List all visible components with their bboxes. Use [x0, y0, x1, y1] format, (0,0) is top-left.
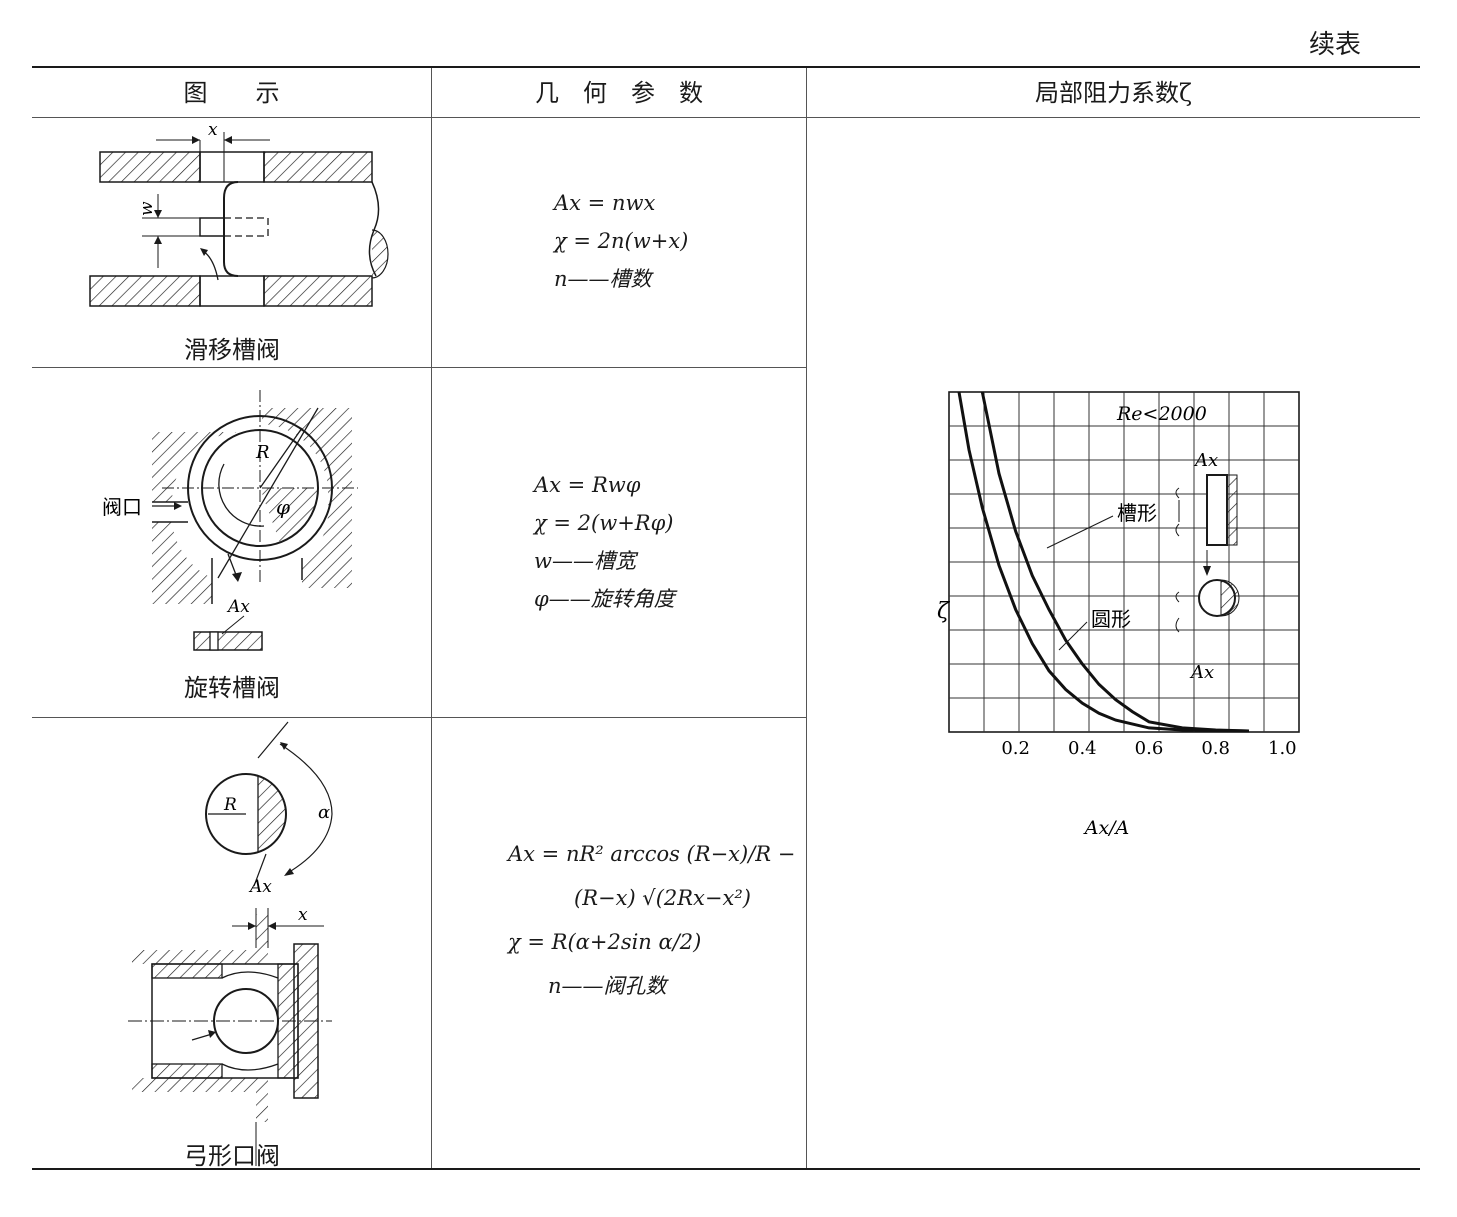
- header-figure: 图 示: [183, 79, 280, 107]
- caption-sliding-slot-valve: 滑移槽阀: [184, 336, 280, 364]
- chart-grid: [948, 391, 1300, 733]
- param-line: χ = 2n(w+x): [554, 229, 689, 253]
- column-divider: [806, 68, 807, 1168]
- params-segment-orifice: Ax = nR² arccos (R−x)/R − (R−x) √(2Rx−x²…: [508, 832, 795, 1008]
- column-divider: [431, 68, 432, 1168]
- param-line: (R−x) √(2Rx−x²): [574, 886, 751, 910]
- row-divider: [32, 717, 806, 718]
- port-label: 阀口: [102, 495, 142, 519]
- param-line: n——阀孔数: [548, 974, 667, 998]
- phi-label: φ: [276, 495, 290, 519]
- Ax-label: Ax: [226, 597, 250, 617]
- chart-ticks: 0.2 0.4 0.6 0.8 1.0: [1001, 738, 1296, 759]
- row-rotary-slot-figure: R φ 阀口 Ax 旋转槽阀: [32, 368, 431, 717]
- params-sliding-slot: Ax = nwx χ = 2n(w+x) n——槽数: [554, 184, 688, 298]
- x-axis-label: Ax/A: [1083, 817, 1130, 839]
- row-segment-orifice-figure: R α Ax x: [32, 718, 431, 1170]
- chart-curves: [957, 391, 1250, 733]
- param-line: Ax = nwx: [554, 191, 656, 215]
- caption-segment-orifice-valve: 弓形口阀: [184, 1142, 280, 1170]
- caption-rotary-slot-valve: 旋转槽阀: [184, 674, 280, 702]
- param-line: χ = 2(w+Rφ): [534, 511, 674, 535]
- inset-Ax-top: Ax: [1193, 450, 1218, 471]
- loss-coefficient-chart: 0.2 0.4 0.6 0.8 1.0 Ax Ax 槽形 圆形 Re<2000 ζ Ax…: [937, 391, 1300, 839]
- row-divider: [32, 367, 806, 368]
- inset-Ax-bottom: Ax: [1189, 662, 1214, 683]
- series-label-slot: 槽形: [1117, 501, 1157, 525]
- sliding-slot-valve-drawing: w x: [89, 120, 389, 307]
- rotary-slot-valve-drawing: R φ 阀口 Ax: [102, 390, 358, 651]
- row-sliding-slot-figure: w x 滑移槽阀: [32, 118, 431, 367]
- param-line: χ = R(α+2sin α/2): [508, 930, 702, 954]
- x-label: x: [298, 905, 308, 925]
- Ax-label: Ax: [248, 877, 272, 897]
- x-tick-label: 1.0: [1268, 738, 1297, 759]
- series-line-slot: [980, 391, 1250, 733]
- x-tick-label: 0.2: [1001, 738, 1030, 759]
- alpha-label: α: [318, 802, 330, 823]
- param-line: φ——旋转角度: [534, 587, 675, 611]
- x-tick-label: 0.6: [1135, 738, 1164, 759]
- continued-label: 续表: [1308, 30, 1361, 60]
- R-label: R: [255, 442, 270, 463]
- series-line-circle: [957, 391, 1250, 733]
- param-line: w——槽宽: [534, 549, 636, 573]
- inset-shapes: [1175, 474, 1240, 633]
- param-line: Ax = Rwφ: [534, 473, 641, 497]
- resistance-table: 图 示 几 何 参 数 局部阻力系数ζ: [32, 66, 1420, 1170]
- series-label-circle: 圆形: [1091, 607, 1131, 631]
- x-label: x: [208, 120, 218, 140]
- params-rotary-slot: Ax = Rwφ χ = 2(w+Rφ) w——槽宽 φ——旋转角度: [534, 466, 675, 618]
- param-line: n——槽数: [554, 267, 652, 291]
- header-loss-coefficient: 局部阻力系数ζ: [1034, 79, 1192, 107]
- param-line: Ax = nR² arccos (R−x)/R −: [508, 842, 796, 866]
- reynolds-annotation: Re<2000: [1116, 403, 1207, 425]
- R-label: R: [223, 795, 237, 815]
- x-tick-label: 0.8: [1201, 738, 1230, 759]
- header-geometry: 几 何 参 数: [535, 79, 703, 107]
- w-label: w: [137, 201, 157, 216]
- y-axis-label: ζ: [937, 599, 951, 624]
- x-tick-label: 0.4: [1068, 738, 1097, 759]
- chart-cell: 0.2 0.4 0.6 0.8 1.0 Ax Ax 槽形 圆形 Re<2000 ζ Ax…: [807, 118, 1420, 1166]
- segment-orifice-valve-drawing: R α Ax x: [128, 721, 333, 1166]
- header-divider: [32, 117, 1420, 118]
